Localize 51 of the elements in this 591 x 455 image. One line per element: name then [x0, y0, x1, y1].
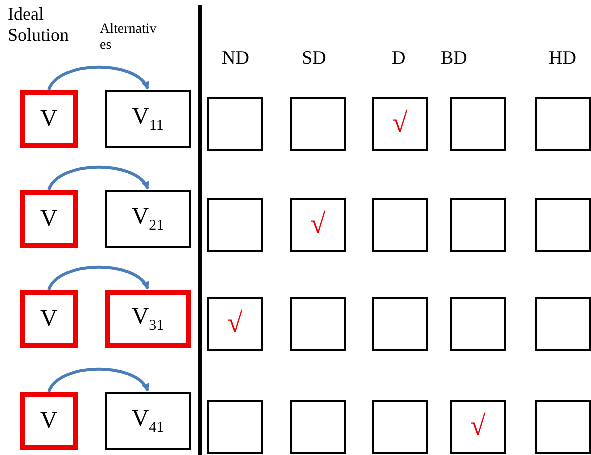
ideal-solution-box	[20, 290, 78, 348]
check-mark: √	[470, 411, 486, 443]
rating-box	[372, 198, 428, 252]
rating-heading: D	[392, 48, 406, 70]
rating-box	[535, 297, 591, 351]
check-mark: √	[392, 108, 408, 140]
check-mark: √	[310, 209, 326, 241]
rating-box	[372, 97, 428, 151]
rating-box	[372, 400, 428, 454]
check-mark: √	[227, 308, 243, 340]
curved-arrow	[48, 166, 150, 191]
node-label: V	[40, 206, 58, 232]
rating-heading: HD	[549, 48, 576, 70]
rating-box	[207, 400, 263, 454]
node-label: V$_{31}$	[132, 304, 164, 334]
alternative-box	[105, 90, 191, 148]
node-label: V	[40, 306, 58, 332]
alternative-box	[105, 290, 191, 348]
rating-box	[290, 297, 346, 351]
rating-box	[207, 198, 263, 252]
curved-arrow	[48, 66, 150, 91]
curved-arrow	[48, 266, 150, 291]
node-label: V$_{11}$	[132, 104, 164, 134]
rating-box	[290, 400, 346, 454]
rating-box	[450, 400, 506, 454]
rating-box	[450, 297, 506, 351]
curved-arrow	[48, 368, 150, 393]
ideal-solution-box	[20, 90, 78, 148]
node-label: V$_{41}$	[132, 406, 164, 436]
ideal-solution-box	[20, 190, 78, 248]
column-heading: Alternatives	[100, 22, 158, 54]
rating-heading: BD	[441, 48, 468, 70]
rating-box	[450, 97, 506, 151]
alternative-box	[105, 190, 191, 248]
rating-box	[535, 198, 591, 252]
ideal-solution-box	[20, 392, 78, 450]
rating-box	[290, 198, 346, 252]
rating-box	[450, 198, 506, 252]
rating-heading: ND	[222, 48, 250, 70]
rating-box	[290, 97, 346, 151]
rating-box	[535, 400, 591, 454]
rating-box	[207, 97, 263, 151]
node-label: V$_{21}$	[132, 204, 164, 234]
rating-box	[535, 97, 591, 151]
rating-heading: SD	[302, 48, 326, 70]
node-label: V	[40, 106, 58, 132]
node-label: V	[40, 408, 58, 434]
column-heading: Ideal Solution	[8, 4, 70, 46]
rating-box	[207, 297, 263, 351]
alternative-box	[105, 392, 191, 450]
rating-box	[372, 297, 428, 351]
